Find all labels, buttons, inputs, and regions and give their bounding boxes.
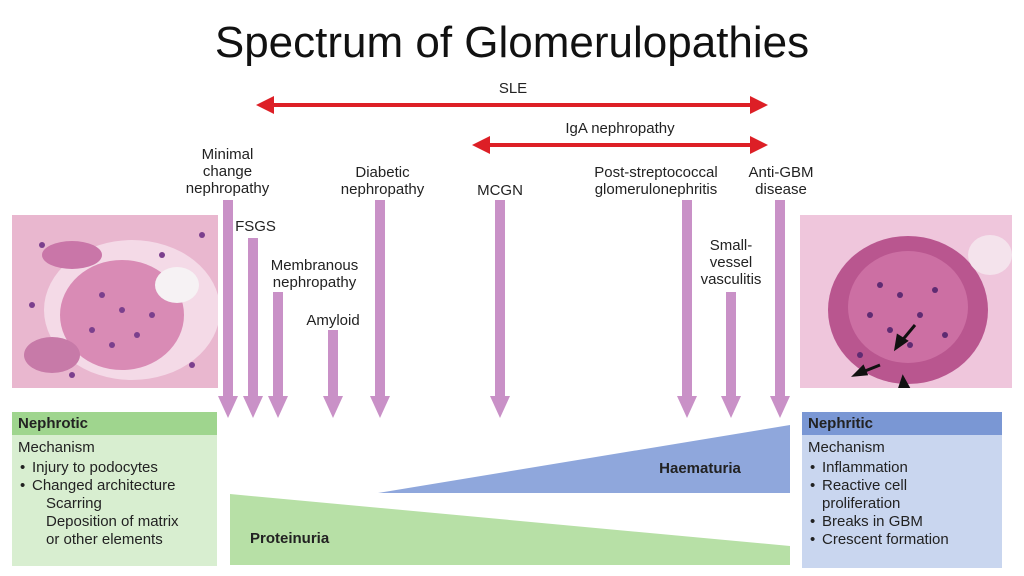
sle-range-arrow: [256, 96, 768, 114]
membranous-arrow: [268, 292, 288, 418]
nephritic-heading: Nephritic: [802, 412, 1002, 435]
post-strep-label: Post-streptococcal glomerulonephritis: [594, 164, 718, 198]
nephrotic-heading: Nephrotic: [12, 412, 217, 435]
nephrotic-item: Changed architecture: [20, 477, 211, 495]
page-title: Spectrum of Glomerulopathies: [214, 18, 810, 67]
fsgs-arrow: [243, 238, 263, 418]
small-vessel-arrow: [721, 292, 741, 418]
nephrotic-item: Injury to podocytes: [20, 459, 211, 477]
diabetic-arrow: [370, 200, 390, 418]
nephrotic-subitem: Scarring: [46, 495, 102, 512]
small-vessel-label: Small- vessel vasculitis: [700, 237, 762, 288]
diabetic-label: Diabetic nephropathy: [340, 164, 425, 198]
amyloid-label: Amyloid: [306, 312, 360, 329]
fsgs-label: FSGS: [235, 218, 276, 235]
nephrotic-subitem: Deposition of matrix: [46, 513, 179, 530]
iga-label: IgA nephropathy: [565, 120, 675, 137]
nephritic-item: Inflammation: [810, 459, 996, 477]
nephritic-mechanism-label: Mechanism: [808, 439, 885, 456]
nephritic-histology-image: [800, 215, 1012, 388]
nephritic-item: Reactive cell proliferation: [810, 477, 996, 513]
amyloid-arrow: [323, 330, 343, 418]
sle-label: SLE: [498, 80, 528, 97]
nephrotic-histology-image: [12, 215, 218, 388]
haematuria-label: Haematuria: [659, 460, 741, 477]
mcgn-arrow: [490, 200, 510, 418]
post-strep-arrow: [677, 200, 697, 418]
nephritic-item: Breaks in GBM: [810, 513, 996, 531]
haematuria-gradient: [378, 425, 790, 493]
membranous-label: Membranous nephropathy: [270, 257, 359, 291]
nephritic-item: Crescent formation: [810, 531, 996, 549]
nephrotic-box: Nephrotic Mechanism Injury to podocytes …: [12, 412, 217, 566]
anti-gbm-arrow: [770, 200, 790, 418]
proteinuria-label: Proteinuria: [250, 530, 330, 547]
minimal-change-arrow: [218, 200, 238, 418]
minimal-change-label: Minimal change nephropathy: [185, 146, 270, 197]
nephritic-box: Nephritic Mechanism Inflammation Reactiv…: [802, 412, 1002, 568]
nephrotic-mechanism-label: Mechanism: [18, 439, 95, 456]
mcgn-label: MCGN: [477, 182, 523, 199]
nephrotic-subitem: or other elements: [46, 531, 163, 548]
iga-range-arrow: [472, 136, 768, 154]
proteinuria-gradient: [230, 494, 790, 565]
anti-gbm-label: Anti-GBM disease: [748, 164, 814, 198]
